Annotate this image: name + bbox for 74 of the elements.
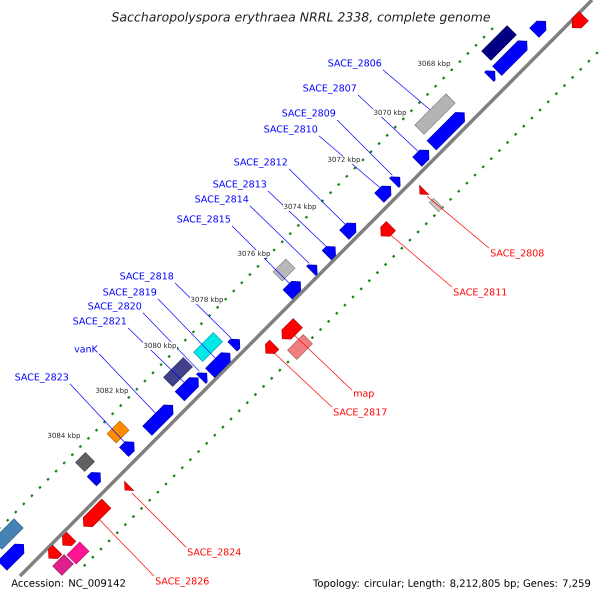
leader-line <box>99 519 154 577</box>
gene-box <box>66 542 90 564</box>
leader-line <box>158 298 216 359</box>
gene-block <box>339 222 356 240</box>
leader-line <box>382 70 430 110</box>
gene-label: SACE_2808 <box>490 249 544 259</box>
gene-block <box>374 186 392 203</box>
leader-line <box>294 335 352 390</box>
gene-label: SACE_2815 <box>177 215 230 225</box>
gene-block <box>282 318 303 340</box>
gene-block <box>492 40 528 76</box>
gene-block <box>119 441 135 457</box>
gene-block <box>265 340 280 354</box>
gene-label: SACE_2821 <box>73 317 126 327</box>
leader-line <box>232 226 290 284</box>
gene-block <box>380 221 396 237</box>
gene-label: SACE_2820 <box>88 302 142 312</box>
gene-box <box>52 554 74 576</box>
leader-line <box>142 312 200 372</box>
leader-line <box>98 353 156 414</box>
gene-block <box>322 246 336 260</box>
gene-label: SACE_2806 <box>328 59 382 69</box>
gene-block <box>572 11 589 28</box>
leader-line <box>274 353 332 408</box>
gene-label: SACE_2810 <box>264 125 318 135</box>
gene-block <box>86 472 101 486</box>
gene-label: SACE_2819 <box>103 288 156 298</box>
gene-label: map <box>354 391 374 399</box>
gene-label: SACE_2826 <box>156 577 209 587</box>
gene-label: SACE_2817 <box>334 408 386 418</box>
gene-box <box>106 420 130 444</box>
info-text: Accession: NC_009142 <box>10 578 127 590</box>
gene-block <box>196 372 208 384</box>
leader-line <box>336 120 393 176</box>
gene-box <box>272 258 296 282</box>
gene-block <box>426 112 465 150</box>
gene-label: SACE_2807 <box>303 84 356 94</box>
leader-line <box>250 206 310 264</box>
info-text: Topology: circular; Length: 8,212,805 bp; Genes: 7,259 <box>312 578 592 590</box>
gene-block <box>412 150 430 167</box>
gene-block <box>174 377 199 402</box>
leader-line <box>174 282 232 339</box>
leader-line <box>390 235 452 288</box>
title: Saccharopolyspora erythraea NRRL 2338, complete genome <box>112 12 490 24</box>
gene-box <box>75 452 95 472</box>
gene-label: vanK <box>74 345 98 353</box>
gene-label: SACE_2812 <box>234 158 287 168</box>
gene-block <box>306 264 318 276</box>
gene-block <box>83 498 112 528</box>
gene-block <box>484 70 496 82</box>
gene-block <box>62 532 76 546</box>
gene-label: SACE_2811 <box>454 288 506 298</box>
leader-line <box>426 196 490 248</box>
leader-line <box>70 384 125 442</box>
gene-block <box>389 176 401 188</box>
gene-block <box>205 352 231 378</box>
gene-block <box>282 281 301 300</box>
gene-label: SACE_2813 <box>213 180 266 190</box>
gene-label: SACE_2818 <box>120 272 174 282</box>
gene-label: SACE_2809 <box>282 109 336 119</box>
gene-box <box>193 332 223 362</box>
leader-line <box>131 492 186 548</box>
leader-line <box>268 190 326 247</box>
gene-box <box>163 357 193 387</box>
leader-line <box>288 168 346 225</box>
gene-box <box>287 334 313 360</box>
gene-block <box>48 544 62 559</box>
gene-box <box>481 25 517 61</box>
leader-line <box>128 328 185 383</box>
gene-label: SACE_2814 <box>195 195 248 205</box>
gene-label: SACE_2824 <box>188 548 241 558</box>
gene-block <box>529 20 546 38</box>
gene-block <box>142 404 174 436</box>
gene-label: SACE_2823 <box>15 373 68 383</box>
